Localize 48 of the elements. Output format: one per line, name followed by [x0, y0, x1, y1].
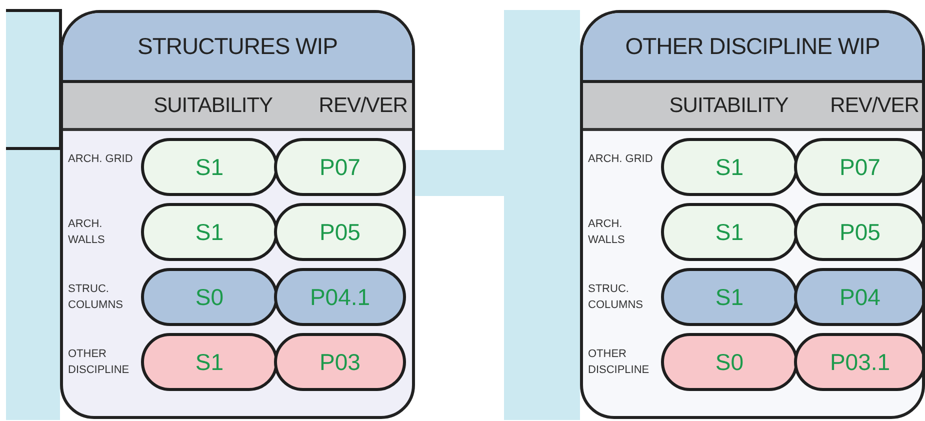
status-pill — [274, 333, 406, 391]
table-card — [580, 10, 925, 419]
pill-value: S0 — [715, 348, 744, 376]
status-pill — [274, 138, 406, 196]
pill-value: P05 — [840, 218, 880, 246]
status-pill — [794, 138, 922, 196]
card-title: STRUCTURES WIP — [138, 33, 338, 60]
status-pill — [141, 138, 278, 196]
pill-value: P05 — [320, 218, 360, 246]
status-pill — [141, 203, 278, 261]
row-label: ARCH. WALLS — [68, 217, 106, 248]
status-pill — [794, 203, 922, 261]
column-heading: REV/VER — [830, 94, 919, 118]
pill-value: P03.1 — [830, 348, 890, 376]
row-label: OTHER DISCIPLINE — [588, 347, 650, 378]
status-pill — [274, 268, 406, 326]
pill-value: S1 — [195, 218, 224, 246]
pill-value: S1 — [715, 218, 744, 246]
pill-value: S1 — [715, 154, 744, 180]
row-label: ARCH. GRID — [588, 152, 654, 167]
pill-value: S1 — [195, 348, 224, 376]
status-pill — [141, 333, 278, 391]
row-label: STRUC. COLUMNS — [588, 282, 644, 313]
status-pill — [794, 333, 922, 391]
pill-value: P03 — [320, 348, 360, 376]
status-pill — [661, 138, 798, 196]
status-pill — [794, 268, 922, 326]
status-pill — [274, 203, 406, 261]
status-pill — [661, 268, 798, 326]
pill-value: P07 — [320, 154, 360, 180]
pill-value: S1 — [715, 284, 744, 310]
column-heading: SUITABILITY — [669, 94, 788, 118]
pill-value: S1 — [195, 154, 224, 180]
status-pill — [141, 268, 278, 326]
column-heading: SUITABILITY — [154, 94, 273, 118]
pill-value: P04.1 — [310, 284, 370, 310]
column-heading: REV/VER — [318, 94, 408, 118]
row-label: ARCH. WALLS — [588, 217, 626, 248]
status-pill — [661, 203, 798, 261]
pill-value: S0 — [195, 284, 224, 310]
row-label: ARCH. GRID — [68, 152, 134, 167]
pill-value: P07 — [840, 154, 880, 180]
row-label: OTHER DISCIPLINE — [68, 347, 130, 378]
card-title: OTHER DISCIPLINE WIP — [625, 33, 880, 60]
pill-value: P04 — [840, 284, 880, 310]
row-label: STRUC. COLUMNS — [68, 282, 124, 313]
status-pill — [661, 333, 798, 391]
table-card — [60, 10, 415, 419]
